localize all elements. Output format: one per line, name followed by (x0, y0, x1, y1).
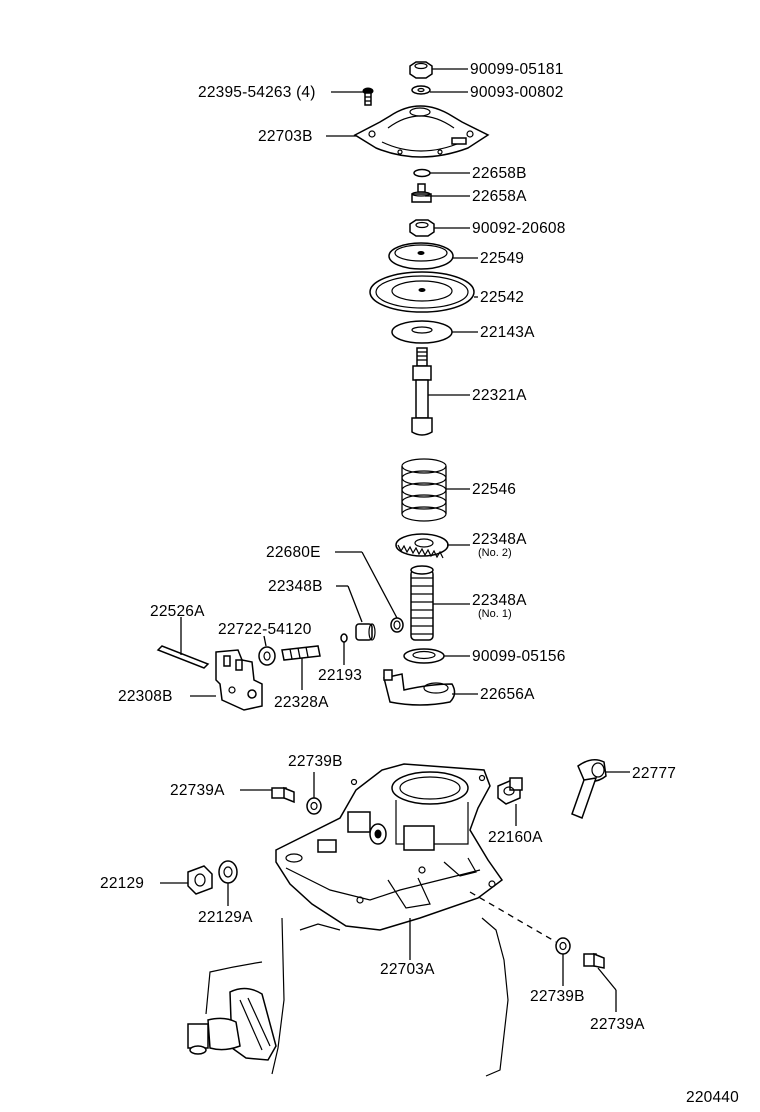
diaphragm-22542-drawing (369, 271, 475, 313)
part-drawings (156, 61, 607, 1077)
label-22703a: 22703A (380, 961, 435, 978)
pin-22193-drawing (340, 633, 348, 643)
shaft-22321a-drawing (411, 347, 433, 436)
label-22328a: 22328A (274, 694, 329, 711)
label-90099-05181: 90099-05181 (470, 61, 564, 78)
governor-housing-drawing (275, 763, 504, 931)
washer-05156-drawing (403, 648, 445, 664)
bushing-22348b-drawing (355, 623, 376, 641)
governor-cover-drawing (353, 105, 490, 158)
plate-22143a-drawing (391, 320, 453, 344)
lever-22777-drawing (571, 759, 607, 819)
collar-22722-drawing (258, 646, 276, 666)
screw-22739a-bottom-drawing (583, 952, 605, 969)
label-22321a: 22321A (472, 387, 527, 404)
label-22542: 22542 (480, 289, 524, 306)
washer-22739b-top-drawing (306, 797, 322, 815)
label-22193: 22193 (318, 667, 362, 684)
part-labels: 90099-05181 90093-00802 22395-54263 (4) … (100, 61, 739, 1106)
label-22739b-bottom: 22739B (530, 988, 585, 1005)
label-22656a: 22656A (480, 686, 535, 703)
label-22722-54120: 22722-54120 (218, 621, 312, 638)
screw-22395-drawing (362, 87, 374, 106)
lever-22656a-drawing (383, 669, 456, 706)
label-22348a-no2-sub: (No. 2) (478, 547, 512, 559)
label-22739b-top: 22739B (288, 753, 343, 770)
gear-22348a-no2-drawing (395, 533, 449, 559)
pump-body-outline (187, 917, 509, 1077)
plate-22549-drawing (388, 242, 454, 270)
label-22549: 22549 (480, 250, 524, 267)
fitting-22160a-drawing (497, 777, 523, 805)
label-22160a: 22160A (488, 829, 543, 846)
label-22143a: 22143A (480, 324, 535, 341)
label-22739a-bottom: 22739A (590, 1016, 645, 1033)
diagram-id: 220440 (686, 1089, 739, 1106)
label-22348a-no1-sub: (No. 1) (478, 608, 512, 620)
ring-22680e-drawing (390, 617, 404, 633)
nut-20608-drawing (409, 219, 435, 237)
label-22658b: 22658B (472, 165, 527, 182)
label-22129: 22129 (100, 875, 144, 892)
label-22777: 22777 (632, 765, 676, 782)
label-90093-00802: 90093-00802 (470, 84, 564, 101)
shaft-22328a-drawing (281, 645, 321, 661)
spring-22546-drawing (401, 458, 447, 522)
leader-lines (160, 68, 630, 1012)
label-22680e: 22680E (266, 544, 321, 561)
plug-22129-drawing (187, 865, 213, 895)
nut-top-drawing (409, 61, 433, 79)
label-22129a: 22129A (198, 909, 253, 926)
label-22546: 22546 (472, 481, 516, 498)
label-22658a: 22658A (472, 188, 527, 205)
label-22308b: 22308B (118, 688, 173, 705)
o-ring-22658b-drawing (413, 168, 431, 178)
sleeve-22348a-no1-drawing (410, 565, 434, 641)
gasket-22129a-drawing (218, 860, 238, 884)
rod-22526a-drawing (156, 645, 210, 669)
label-22395-54263: 22395-54263 (4) (198, 84, 316, 101)
screw-22739a-top-drawing (271, 786, 295, 804)
label-22348a-no1: 22348A (472, 592, 527, 609)
label-90092-20608: 90092-20608 (472, 220, 566, 237)
washer-22739b-bottom-drawing (555, 937, 571, 955)
label-22703b: 22703B (258, 128, 313, 145)
label-22348a-no2: 22348A (472, 531, 527, 548)
bracket-22308b-drawing (215, 649, 263, 711)
washer-top-drawing (411, 85, 431, 95)
label-22739a-top: 22739A (170, 782, 225, 799)
label-22348b: 22348B (268, 578, 323, 595)
screw-22658a-drawing (411, 183, 432, 203)
label-22526a: 22526A (150, 603, 205, 620)
label-90099-05156: 90099-05156 (472, 648, 566, 665)
